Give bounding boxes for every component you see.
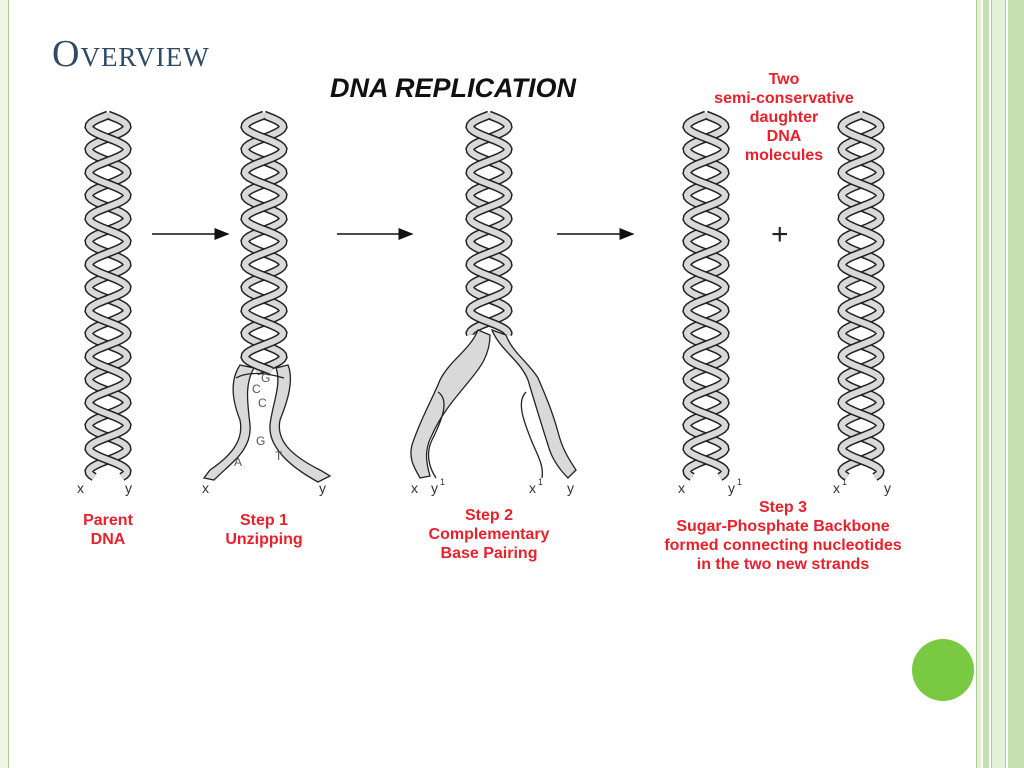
- base-t: T: [275, 449, 283, 463]
- strand-label-y: y: [125, 480, 132, 496]
- strand-label-y1: y: [431, 480, 438, 496]
- note-line: Two: [769, 71, 800, 88]
- strand-labels: x y x y x y 1 x 1 y x y 1 x 1 y: [77, 477, 891, 496]
- unzipped-strands: [202, 364, 332, 483]
- plus-sign: +: [771, 218, 789, 251]
- base-c: C: [258, 396, 267, 410]
- caption-line: Step 2: [465, 507, 513, 524]
- right-decoration-stripe: [983, 0, 989, 768]
- note-line: daughter: [750, 109, 818, 126]
- strand-label-y1: y: [728, 480, 735, 496]
- slide-title: Overview: [52, 33, 210, 75]
- note-line: molecules: [745, 147, 823, 164]
- strand-label-x: x: [411, 480, 418, 496]
- replication-fork: [410, 328, 577, 479]
- replicating-dna-helix: [465, 110, 513, 336]
- strand-label-x: x: [77, 480, 84, 496]
- base-g: G: [256, 434, 265, 448]
- strand-label-y: y: [567, 480, 574, 496]
- superscript-one: 1: [737, 477, 742, 487]
- strand-label-x1: x: [833, 480, 840, 496]
- stage-caption: Step 3 Sugar-Phosphate Backbone formed c…: [664, 499, 901, 573]
- caption-line: in the two new strands: [697, 556, 870, 573]
- base-letters: G C C G A T: [234, 371, 283, 469]
- caption-line: Base Pairing: [441, 545, 538, 562]
- superscript-one: 1: [842, 477, 847, 487]
- caption-line: Step 1: [240, 512, 288, 529]
- right-decoration-stripe: [1008, 0, 1024, 768]
- slide-decoration-dot: [912, 639, 974, 701]
- strand-label-y: y: [319, 480, 326, 496]
- base-a: A: [234, 455, 242, 469]
- daughter-dna-helix-right: [837, 110, 885, 481]
- stage-caption: Step 2 Complementary Base Pairing: [429, 507, 550, 562]
- strand-label-x: x: [678, 480, 685, 496]
- strand-label-x1: x: [529, 480, 536, 496]
- caption-line: formed connecting nucleotides: [664, 537, 901, 554]
- strand-label-y: y: [884, 480, 891, 496]
- left-border: [0, 0, 9, 768]
- parent-dna-helix: [84, 110, 132, 481]
- diagram-heading: DNA REPLICATION: [330, 73, 576, 103]
- caption-line: Parent: [83, 512, 133, 529]
- daughter-molecules-note: Two semi-conservative daughter DNA molec…: [714, 71, 854, 164]
- right-decoration-stripe: [991, 0, 1006, 768]
- strand-label-x: x: [202, 480, 209, 496]
- stage-caption: Parent DNA: [83, 512, 133, 548]
- superscript-one: 1: [440, 477, 445, 487]
- unzipping-dna-helix: [240, 110, 288, 376]
- caption-line: Complementary: [429, 526, 550, 543]
- superscript-one: 1: [538, 477, 543, 487]
- caption-line: DNA: [91, 531, 126, 548]
- note-line: semi-conservative: [714, 90, 854, 107]
- note-line: DNA: [767, 128, 802, 145]
- caption-line: Step 3: [759, 499, 807, 516]
- caption-line: Sugar-Phosphate Backbone: [676, 518, 889, 535]
- right-decoration-stripe: [976, 0, 981, 768]
- stage-caption: Step 1 Unzipping: [225, 512, 302, 548]
- caption-line: Unzipping: [225, 531, 302, 548]
- base-g: G: [261, 371, 270, 385]
- daughter-dna-helix-left: [682, 110, 730, 481]
- helix-group: [84, 110, 885, 481]
- base-c: C: [252, 382, 261, 396]
